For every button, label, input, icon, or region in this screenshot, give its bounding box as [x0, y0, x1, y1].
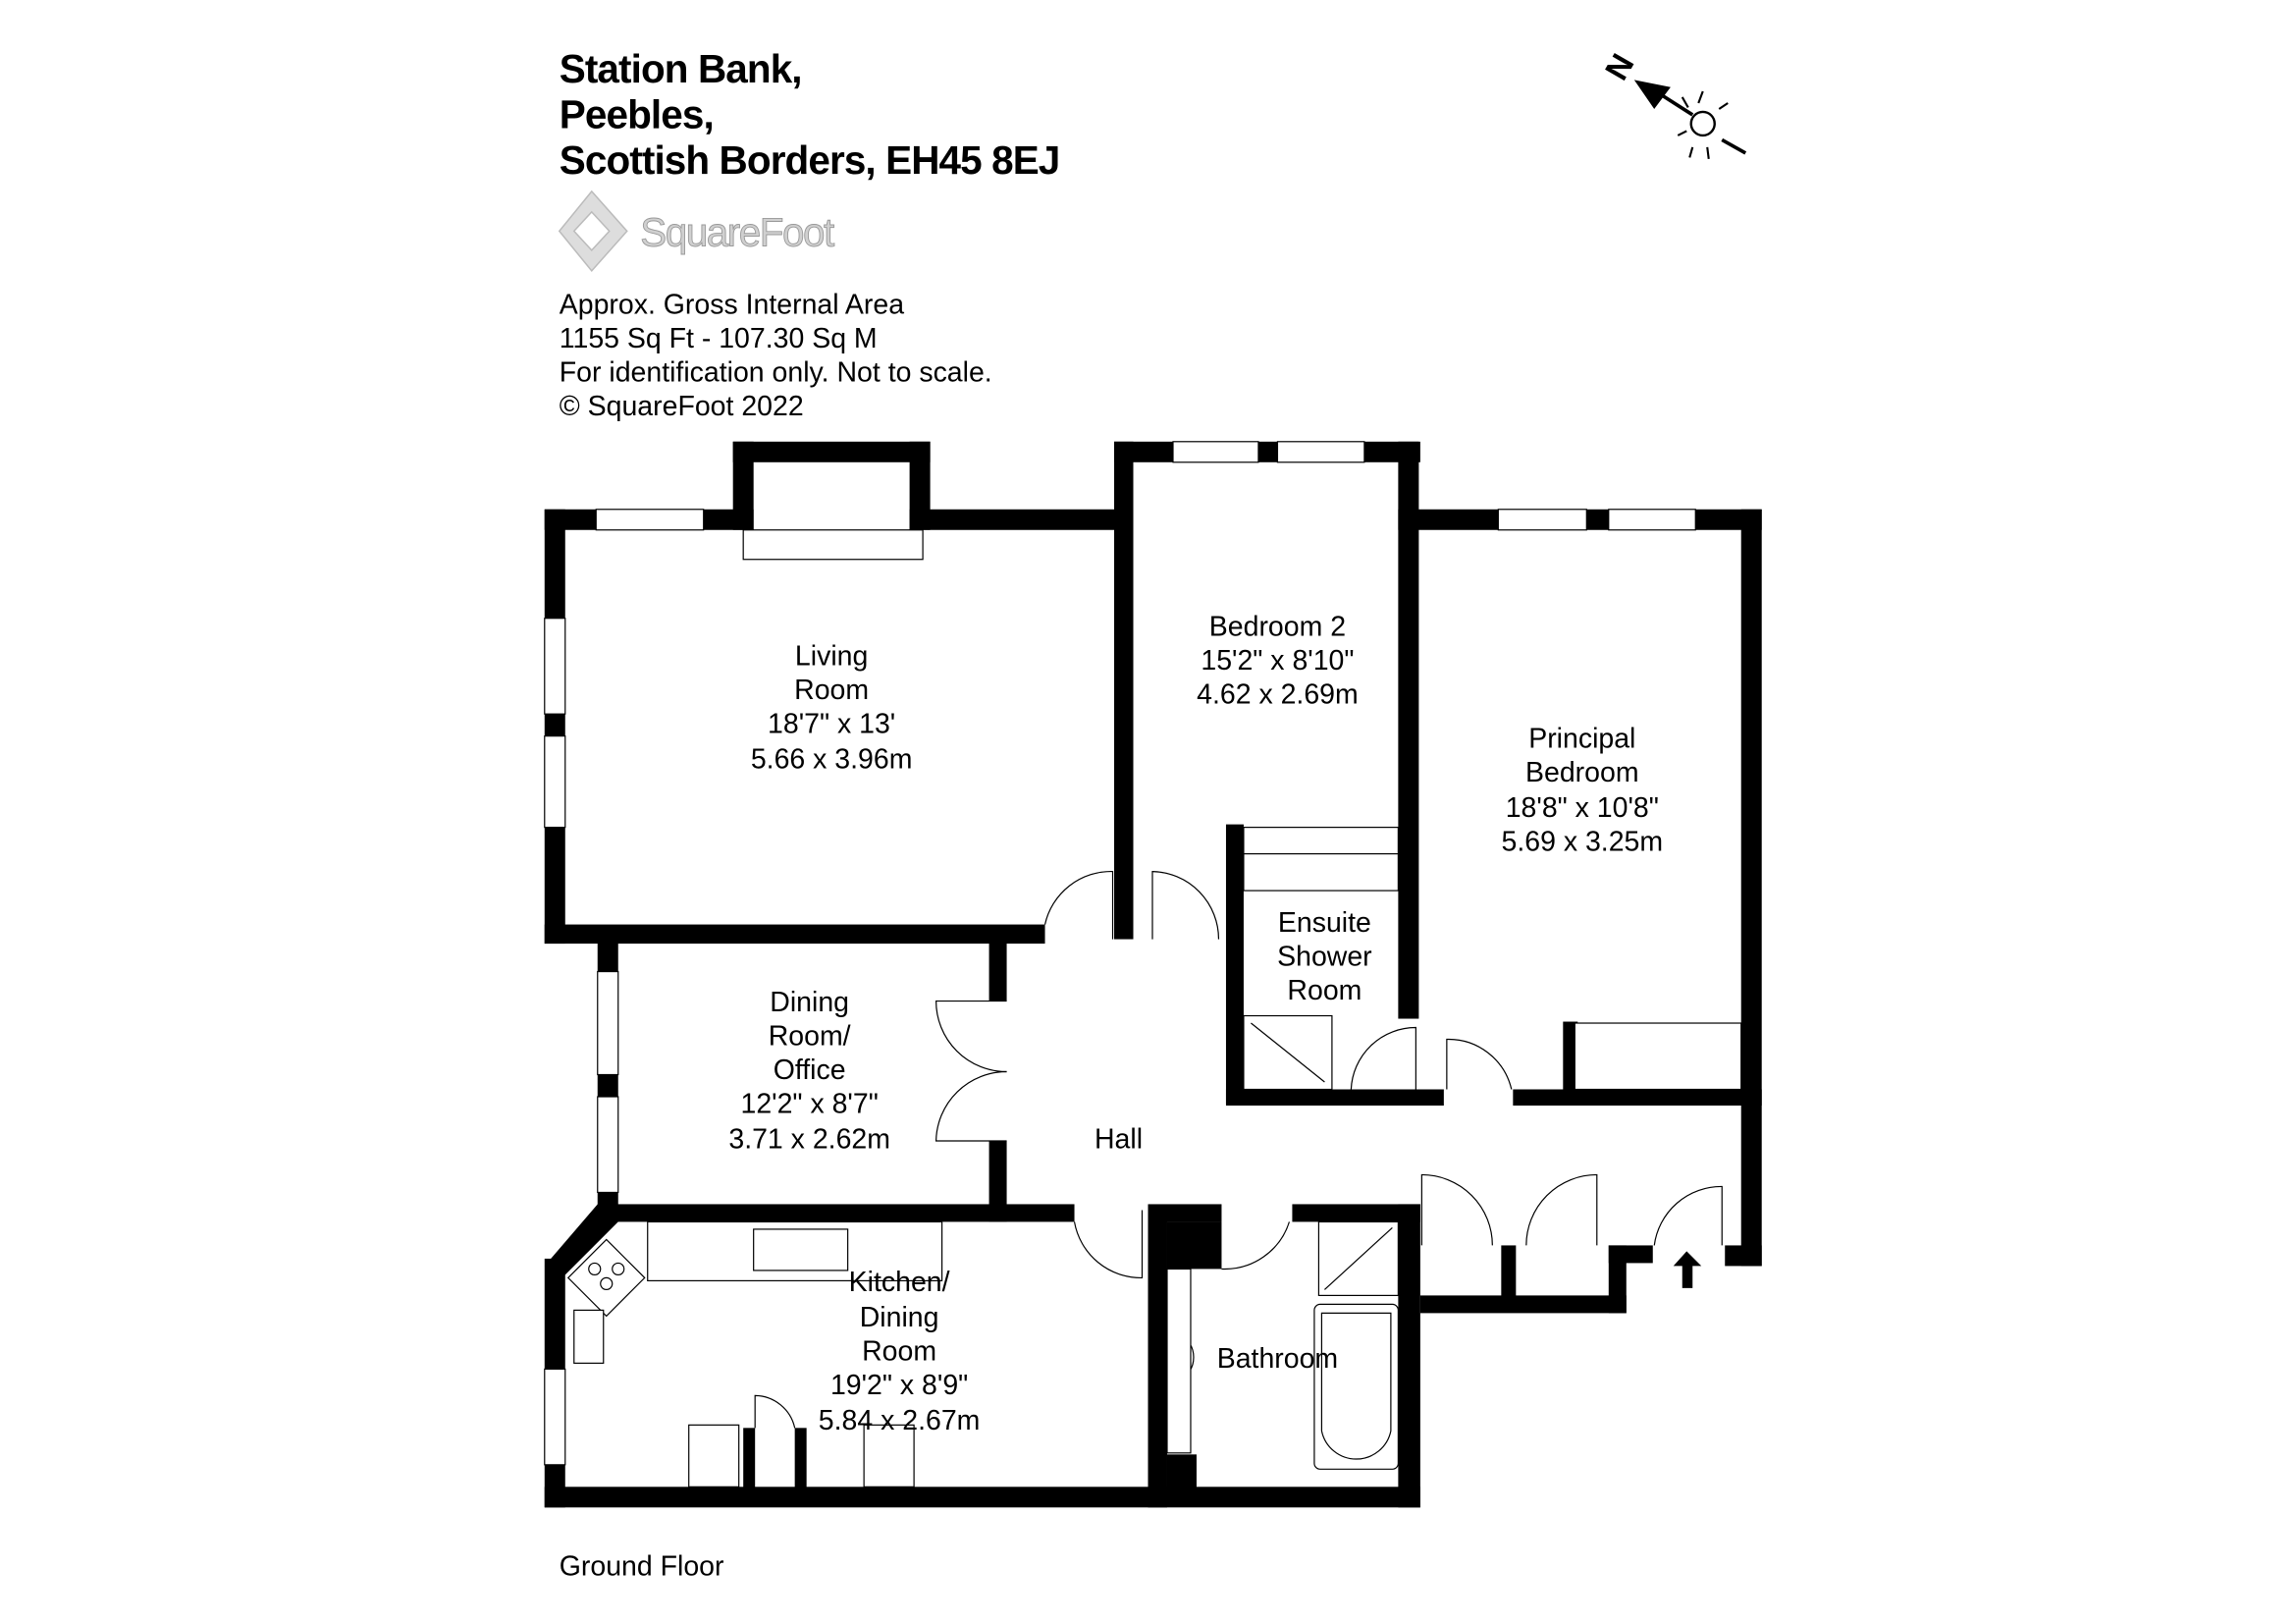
- svg-text:18'8" x 10'8": 18'8" x 10'8": [1506, 792, 1659, 824]
- svg-text:Dining: Dining: [770, 987, 849, 1018]
- svg-text:15'2" x 8'10": 15'2" x 8'10": [1201, 645, 1354, 676]
- room-living: Living Room 18'7" x 13' 5.66 x 3.96m: [751, 641, 913, 776]
- area-value: 1155 Sq Ft - 107.30 Sq M: [560, 323, 878, 354]
- logo-text: SquareFoot: [640, 209, 834, 254]
- door-swings: [754, 870, 1723, 1429]
- copyright: © SquareFoot 2022: [560, 391, 804, 422]
- svg-text:5.84 x 2.67m: 5.84 x 2.67m: [819, 1405, 981, 1436]
- room-bedroom-2: Bedroom 2 15'2" x 8'10" 4.62 x 2.69m: [1197, 612, 1359, 711]
- svg-text:Dining: Dining: [860, 1302, 939, 1333]
- svg-text:4.62 x 2.69m: 4.62 x 2.69m: [1197, 679, 1359, 711]
- svg-text:Bedroom: Bedroom: [1525, 757, 1639, 788]
- svg-text:Principal: Principal: [1528, 724, 1635, 755]
- north-arrow-sun-icon: N: [1598, 47, 1747, 160]
- svg-text:19'2" x 8'9": 19'2" x 8'9": [830, 1370, 968, 1401]
- address-line-1: Station Bank,: [560, 46, 802, 91]
- room-principal-bedroom: Principal Bedroom 18'8" x 10'8" 5.69 x 3…: [1502, 724, 1664, 858]
- svg-text:Room/: Room/: [769, 1021, 851, 1053]
- svg-text:Office: Office: [774, 1055, 846, 1086]
- svg-text:Bedroom 2: Bedroom 2: [1209, 612, 1346, 643]
- squarefoot-logo: SquareFoot: [558, 189, 836, 273]
- windows: [544, 441, 1696, 1466]
- svg-text:18'7" x 13': 18'7" x 13': [768, 709, 895, 740]
- svg-text:Ensuite: Ensuite: [1278, 907, 1371, 939]
- fixtures: [566, 827, 1742, 1488]
- room-bathroom: Bathroom: [1217, 1343, 1338, 1375]
- floor-label: Ground Floor: [560, 1550, 724, 1582]
- svg-text:5.69 x 3.25m: 5.69 x 3.25m: [1502, 827, 1664, 858]
- address-line-2: Peebles,: [560, 91, 714, 136]
- svg-text:3.71 x 2.62m: 3.71 x 2.62m: [728, 1123, 890, 1155]
- room-ensuite: Ensuite Shower Room: [1277, 907, 1372, 1006]
- svg-text:Room: Room: [862, 1335, 936, 1367]
- room-dining-office: Dining Room/ Office 12'2" x 8'7" 3.71 x …: [728, 987, 890, 1155]
- address-line-3: Scottish Borders, EH45 8EJ: [560, 137, 1060, 183]
- entrance-arrow-icon: [1673, 1251, 1702, 1288]
- svg-text:Room: Room: [1287, 975, 1362, 1006]
- room-hall: Hall: [1095, 1123, 1143, 1155]
- room-kitchen-dining: Kitchen/ Dining Room 19'2" x 8'9" 5.84 x…: [819, 1267, 981, 1436]
- disclaimer: For identification only. Not to scale.: [560, 356, 992, 388]
- svg-text:12'2" x 8'7": 12'2" x 8'7": [741, 1088, 879, 1119]
- walls: [544, 441, 1762, 1508]
- svg-text:5.66 x 3.96m: 5.66 x 3.96m: [751, 744, 913, 776]
- svg-text:Living: Living: [795, 641, 868, 673]
- svg-text:Kitchen/: Kitchen/: [849, 1267, 950, 1298]
- svg-text:Shower: Shower: [1277, 942, 1372, 973]
- area-label: Approx. Gross Internal Area: [560, 289, 904, 320]
- svg-text:Room: Room: [794, 675, 869, 706]
